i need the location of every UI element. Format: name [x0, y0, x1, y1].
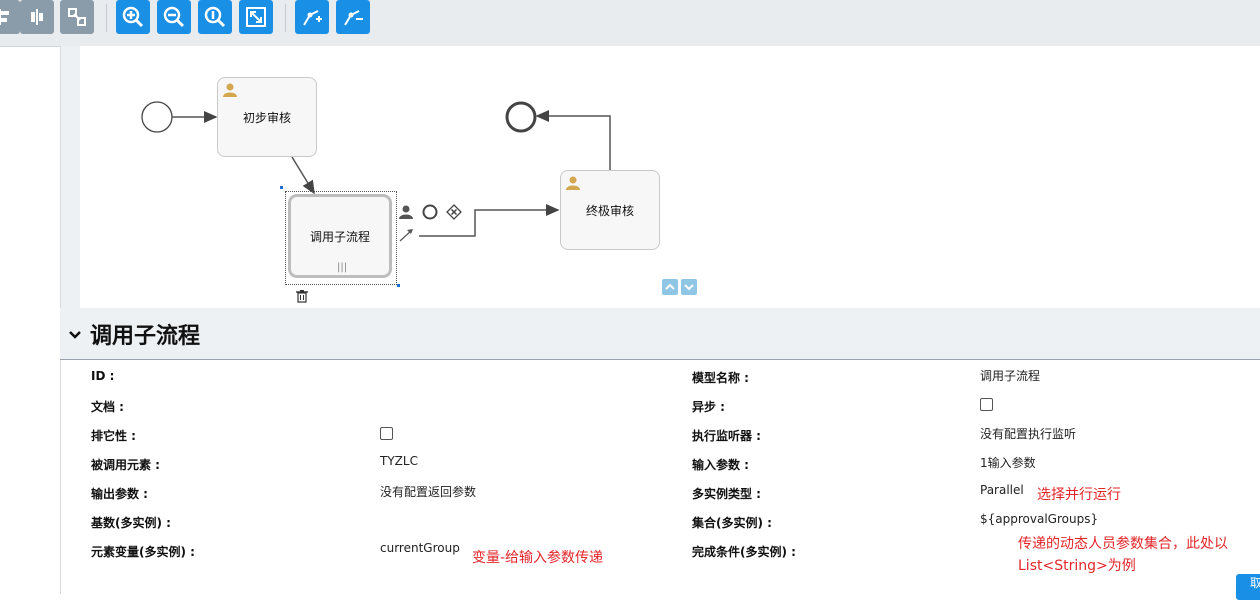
add-gateway-icon[interactable]: [446, 204, 462, 224]
prop-label-exclusive: 排它性 :: [91, 429, 136, 443]
task-label: 初步审核: [242, 110, 291, 125]
cancel-button[interactable]: 取: [1236, 574, 1260, 600]
task-label: 终极审核: [585, 203, 634, 218]
task-initial-review[interactable]: 初步审核: [217, 77, 317, 157]
annotation-collection-line2: List<String>为例: [1018, 558, 1136, 574]
call-activity-subprocess[interactable]: 调用子流程 |||: [288, 194, 392, 278]
exclusive-checkbox[interactable]: [380, 427, 393, 440]
annotation-collection-line1: 传递的动态人员参数集合，此处以: [1018, 536, 1228, 552]
connect-arrow-icon[interactable]: [398, 227, 416, 247]
add-bendpoint-icon[interactable]: [295, 0, 329, 34]
task-label: 调用子流程: [309, 229, 370, 244]
toolbar: [0, 0, 1260, 47]
panel-title: 调用子流程: [90, 324, 201, 349]
prop-label-output-params: 输出参数 :: [91, 487, 148, 501]
add-user-task-icon[interactable]: [398, 204, 414, 224]
toolbar-separator: [106, 4, 107, 32]
zoom-fit-icon[interactable]: [239, 0, 273, 34]
prop-value-input-params[interactable]: 1输入参数: [980, 456, 1036, 470]
same-size-icon[interactable]: [60, 0, 94, 34]
prop-label-element-variable: 元素变量(多实例) :: [91, 545, 195, 559]
async-checkbox[interactable]: [980, 398, 993, 411]
zoom-actual-icon[interactable]: [198, 0, 232, 34]
expand-down-icon[interactable]: [681, 279, 697, 295]
process-canvas[interactable]: 初步审核 调用子流程 ||| 终极审核: [80, 46, 1260, 308]
prop-value-model-name[interactable]: 调用子流程: [980, 369, 1041, 383]
prop-label-completion-condition: 完成条件(多实例) :: [692, 545, 796, 559]
property-panel-header: [60, 308, 1260, 360]
canvas-left-margin: [60, 46, 80, 308]
zoom-in-icon[interactable]: [116, 0, 150, 34]
start-event[interactable]: [141, 101, 173, 133]
property-table: [61, 360, 1260, 560]
user-task-icon: [222, 82, 238, 101]
prop-label-input-params: 输入参数 :: [692, 458, 749, 472]
annotation-parallel: 选择并行运行: [1037, 487, 1121, 503]
sequence-flow[interactable]: [291, 156, 315, 195]
prop-value-element-variable[interactable]: currentGroup: [380, 541, 460, 555]
prop-label-called-element: 被调用元素 :: [91, 458, 160, 472]
prop-value-multi-instance-type[interactable]: Parallel: [980, 483, 1024, 497]
zoom-out-icon[interactable]: [157, 0, 191, 34]
collapsed-marker-icon: |||: [337, 262, 348, 273]
prop-label-id: ID :: [91, 369, 115, 383]
align-left-icon[interactable]: [0, 0, 20, 34]
chevron-down-icon[interactable]: [68, 326, 82, 345]
prop-value-output-params[interactable]: 没有配置返回参数: [380, 485, 477, 499]
sequence-flow[interactable]: [419, 204, 560, 237]
collapse-up-icon[interactable]: [662, 279, 678, 295]
prop-value-execution-listeners[interactable]: 没有配置执行监听: [980, 427, 1077, 441]
user-task-icon: [565, 175, 581, 194]
selection-handle[interactable]: [280, 186, 283, 189]
toolbar-separator: [285, 4, 286, 32]
align-center-icon[interactable]: [20, 0, 54, 34]
prop-label-execution-listeners: 执行监听器 :: [692, 429, 761, 443]
prop-label-documentation: 文档 :: [91, 400, 124, 414]
prop-label-model-name: 模型名称 :: [692, 371, 749, 385]
annotation-variable: 变量-给输入参数传递: [472, 550, 604, 566]
prop-value-collection[interactable]: ${approvalGroups}: [980, 512, 1099, 526]
prop-label-cardinality: 基数(多实例) :: [91, 516, 171, 530]
prop-value-called-element[interactable]: TYZLC: [380, 454, 418, 468]
selection-handle[interactable]: [397, 284, 400, 287]
end-event[interactable]: [505, 101, 537, 133]
task-final-review[interactable]: 终极审核: [560, 170, 660, 250]
selection-box: [285, 191, 397, 285]
add-end-event-icon[interactable]: [422, 204, 438, 224]
prop-label-multi-instance-type: 多实例类型 :: [692, 487, 761, 501]
prop-label-collection: 集合(多实例) :: [692, 516, 772, 530]
prop-label-async: 异步 :: [692, 400, 725, 414]
flow-connections: [141, 101, 611, 287]
remove-bendpoint-icon[interactable]: [336, 0, 370, 34]
delete-icon[interactable]: [295, 288, 309, 307]
sequence-flow[interactable]: [535, 110, 611, 170]
